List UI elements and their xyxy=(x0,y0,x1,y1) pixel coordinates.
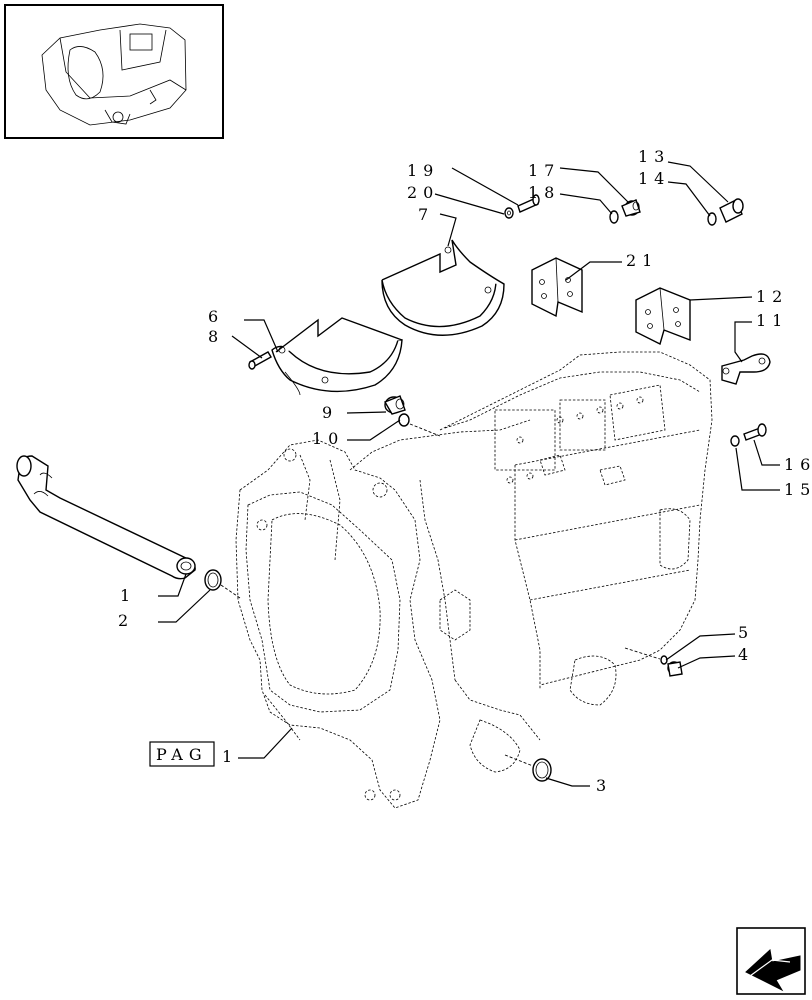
callout-18: 18 xyxy=(528,183,560,202)
page-reference[interactable]: PAG 1 xyxy=(149,741,238,767)
transmission-housing-thumbnail xyxy=(41,23,187,126)
callout-5: 5 xyxy=(738,623,754,642)
part-21-angle-bracket[interactable] xyxy=(531,257,583,318)
callout-8: 8 xyxy=(208,327,224,346)
callout-7: 7 xyxy=(418,205,434,224)
callout-labels: 19 20 7 17 18 13 14 21 12 11 6 8 9 10 16… xyxy=(118,147,812,795)
callout-2: 2 xyxy=(118,611,134,630)
part-1-shaft[interactable] xyxy=(16,455,196,580)
part-16-bolt[interactable] xyxy=(743,423,767,441)
callout-6: 6 xyxy=(208,307,224,326)
part-15-washer[interactable] xyxy=(730,435,740,447)
part-11-bracket[interactable] xyxy=(721,353,771,385)
nav-arrow-button[interactable] xyxy=(736,927,806,995)
callout-10: 10 xyxy=(312,429,344,448)
callout-14: 14 xyxy=(638,169,670,188)
part-19-screw[interactable] xyxy=(517,194,540,213)
part-8-pin[interactable] xyxy=(248,351,272,370)
part-20-washer[interactable] xyxy=(504,207,514,219)
callout-12: 12 xyxy=(756,287,788,306)
part-2-o-ring[interactable] xyxy=(204,569,222,591)
part-9-bushing[interactable] xyxy=(383,395,406,415)
callout-13: 13 xyxy=(638,147,670,166)
callout-15: 15 xyxy=(784,480,812,499)
page-ref-number: 1 xyxy=(222,747,238,766)
part-4-plug[interactable] xyxy=(667,661,683,677)
callout-9: 9 xyxy=(322,403,338,422)
callout-17: 17 xyxy=(528,161,560,180)
part-3-o-ring[interactable] xyxy=(532,758,552,782)
callout-4: 4 xyxy=(738,645,754,664)
callout-20: 20 xyxy=(407,183,439,202)
callout-1: 1 xyxy=(120,586,136,605)
leader-lines xyxy=(158,161,780,787)
thumbnail-preview[interactable] xyxy=(4,4,224,139)
transmission-housing xyxy=(235,351,713,809)
arrow-navigation-icon xyxy=(745,949,801,992)
callout-21: 21 xyxy=(626,251,658,270)
part-7-upper-shell[interactable] xyxy=(381,239,505,336)
part-17-bushing[interactable] xyxy=(621,199,641,217)
callout-16: 16 xyxy=(784,455,812,474)
part-12-angle-bracket[interactable] xyxy=(635,287,691,346)
callout-11: 11 xyxy=(756,311,788,330)
part-6-lower-shell[interactable] xyxy=(271,317,403,396)
part-10-ring[interactable] xyxy=(398,413,410,427)
callout-19: 19 xyxy=(407,161,439,180)
part-13-cap[interactable] xyxy=(719,198,744,223)
callout-3: 3 xyxy=(596,776,612,795)
page-ref-prefix: PAG xyxy=(156,745,208,764)
